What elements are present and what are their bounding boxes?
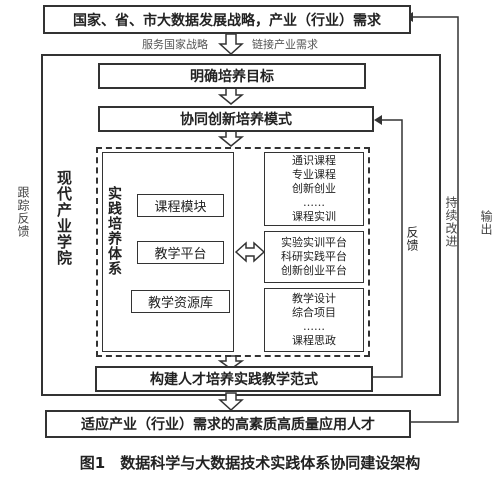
- strategy-label: 国家、省、市大数据发展战略，产业（行业）需求: [73, 12, 381, 29]
- tracking-feedback-label: 跟踪反馈: [16, 186, 30, 238]
- feedback-loop: [372, 119, 403, 378]
- resource-group-item: 课程思政: [292, 334, 336, 347]
- goal-label: 明确培养目标: [190, 69, 274, 85]
- platform-group-item: 实验实训平台: [281, 236, 347, 249]
- teaching-platform-label: 教学平台: [154, 247, 207, 262]
- course-group-item: 创新创业: [292, 182, 336, 195]
- mode-label: 协同创新培养模式: [180, 112, 292, 128]
- course-group-item: 通识课程: [292, 154, 336, 167]
- mode-box: 协同创新培养模式: [98, 106, 374, 132]
- paradigm-label: 构建人才培养实践教学范式: [150, 372, 318, 388]
- college-label: 现代产业学院: [55, 170, 73, 266]
- resource-library-box: 教学资源库: [131, 290, 230, 313]
- platform-group-item: 创新创业平台: [281, 264, 347, 277]
- course-group-item: ……: [303, 196, 325, 209]
- continuous-improvement-label: 持续改进: [444, 196, 458, 248]
- talent-label: 适应产业（行业）需求的高素质高质量应用人才: [81, 417, 375, 433]
- practice-system-frame: [96, 147, 370, 357]
- teaching-platform-box: 教学平台: [137, 241, 224, 264]
- course-module-box: 课程模块: [137, 194, 224, 217]
- resource-group-item: 综合项目: [292, 306, 336, 319]
- course-group-item: 课程实训: [292, 210, 336, 223]
- arrow-goal-to-mode: [217, 87, 245, 105]
- platform-group-item: 科研实践平台: [281, 250, 347, 263]
- output-label: 输出: [479, 210, 493, 236]
- resource-group-item: 教学设计: [292, 292, 336, 305]
- course-group-item: 专业课程: [292, 168, 336, 181]
- platform-group-box: 实验实训平台 科研实践平台 创新创业平台: [264, 231, 364, 283]
- link-industry-label: 链接产业需求: [252, 38, 318, 51]
- course-group-box: 通识课程 专业课程 创新创业 …… 课程实训: [264, 152, 364, 226]
- strategy-box: 国家、省、市大数据发展战略，产业（行业）需求: [43, 5, 411, 34]
- figure-caption: 图1 数据科学与大数据技术实践体系协同建设架构: [79, 454, 421, 472]
- arrow-top-to-goal: [218, 33, 244, 56]
- resource-group-item: ……: [303, 320, 325, 333]
- improve-loop: [411, 16, 459, 423]
- college-frame: [41, 54, 441, 396]
- feedback-arrowhead: [374, 115, 382, 125]
- serve-strategy-label: 服务国家战略: [142, 38, 208, 51]
- feedback-label: 反馈: [405, 226, 419, 252]
- resource-library-label: 教学资源库: [147, 296, 213, 311]
- paradigm-box: 构建人才培养实践教学范式: [95, 366, 373, 392]
- goal-box: 明确培养目标: [98, 63, 366, 89]
- talent-box: 适应产业（行业）需求的高素质高质量应用人才: [45, 410, 411, 438]
- practice-system-label: 实践培养体系: [106, 186, 122, 276]
- arrow-mode-to-system: [217, 130, 245, 147]
- course-module-label: 课程模块: [154, 200, 207, 215]
- resource-group-box: 教学设计 综合项目 …… 课程思政: [264, 288, 364, 352]
- arrow-paradigm-to-bottom: [218, 392, 244, 412]
